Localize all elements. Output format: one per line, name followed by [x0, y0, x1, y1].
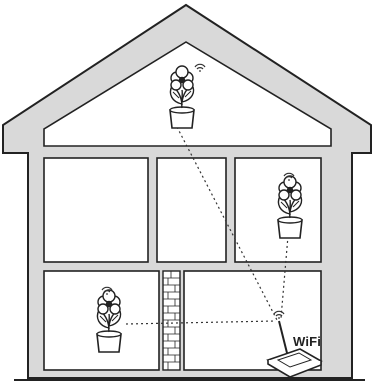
plant-middle-right [277, 175, 303, 239]
signal-line-middle-right [280, 235, 289, 319]
room-middle-center [156, 157, 227, 263]
wifi-label: WiFi [293, 334, 322, 349]
signal-line-attic [176, 126, 278, 321]
room-middle-left [43, 157, 149, 263]
brick-wall [162, 270, 181, 371]
router-antenna [278, 320, 289, 358]
router [266, 310, 323, 378]
signal-lines [125, 126, 289, 325]
room-middle-right [234, 157, 322, 263]
plant-lower-left [96, 289, 122, 353]
signal-line-lower-left [125, 320, 277, 325]
plant-attic [169, 65, 195, 129]
